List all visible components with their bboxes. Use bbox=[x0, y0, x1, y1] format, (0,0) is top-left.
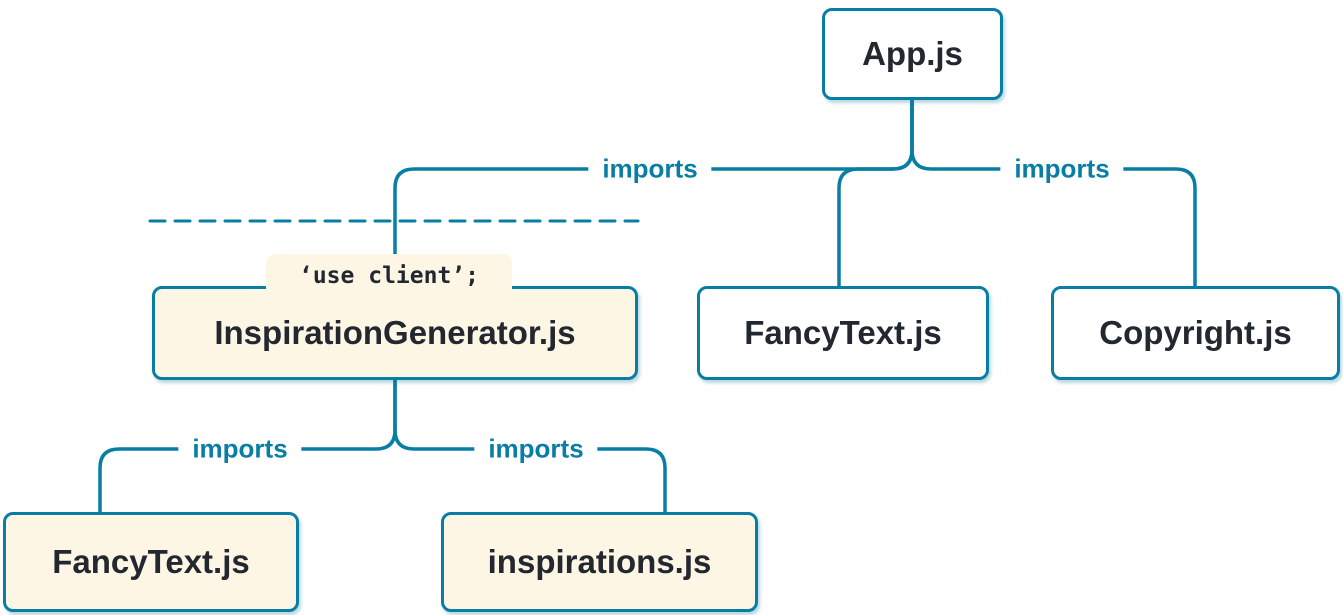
node-inspirations-js: inspirations.js bbox=[441, 512, 758, 612]
node-fancy-text-js-top: FancyText.js bbox=[697, 286, 989, 380]
node-fancy-text-js-bottom: FancyText.js bbox=[3, 512, 299, 612]
node-app-js-label: App.js bbox=[862, 35, 963, 72]
node-inspiration-generator-js-label: InspirationGenerator.js bbox=[214, 314, 576, 351]
node-inspirations-js-label: inspirations.js bbox=[487, 543, 712, 580]
node-copyright-js: Copyright.js bbox=[1051, 286, 1340, 380]
node-app-js: App.js bbox=[822, 8, 1003, 100]
node-inspiration-generator-js: InspirationGenerator.js bbox=[152, 286, 638, 380]
node-fancy-text-js-bottom-label: FancyText.js bbox=[52, 543, 250, 580]
imports-label-inspiration-generator-to-fancy-text: imports bbox=[178, 431, 302, 467]
edge-app-to-fancy-text bbox=[837, 98, 914, 288]
imports-label-inspiration-generator-to-inspirations: imports bbox=[474, 431, 598, 467]
edge-app-to-copyright bbox=[910, 98, 1197, 288]
use-client-directive-badge: ‘use client’; bbox=[266, 254, 512, 297]
imports-label-app-to-copyright: imports bbox=[1000, 151, 1124, 187]
node-fancy-text-js-top-label: FancyText.js bbox=[744, 314, 942, 351]
use-client-directive-text: ‘use client’; bbox=[298, 262, 479, 289]
imports-label-app-to-inspiration-generator: imports bbox=[588, 151, 712, 187]
node-copyright-js-label: Copyright.js bbox=[1099, 314, 1292, 351]
